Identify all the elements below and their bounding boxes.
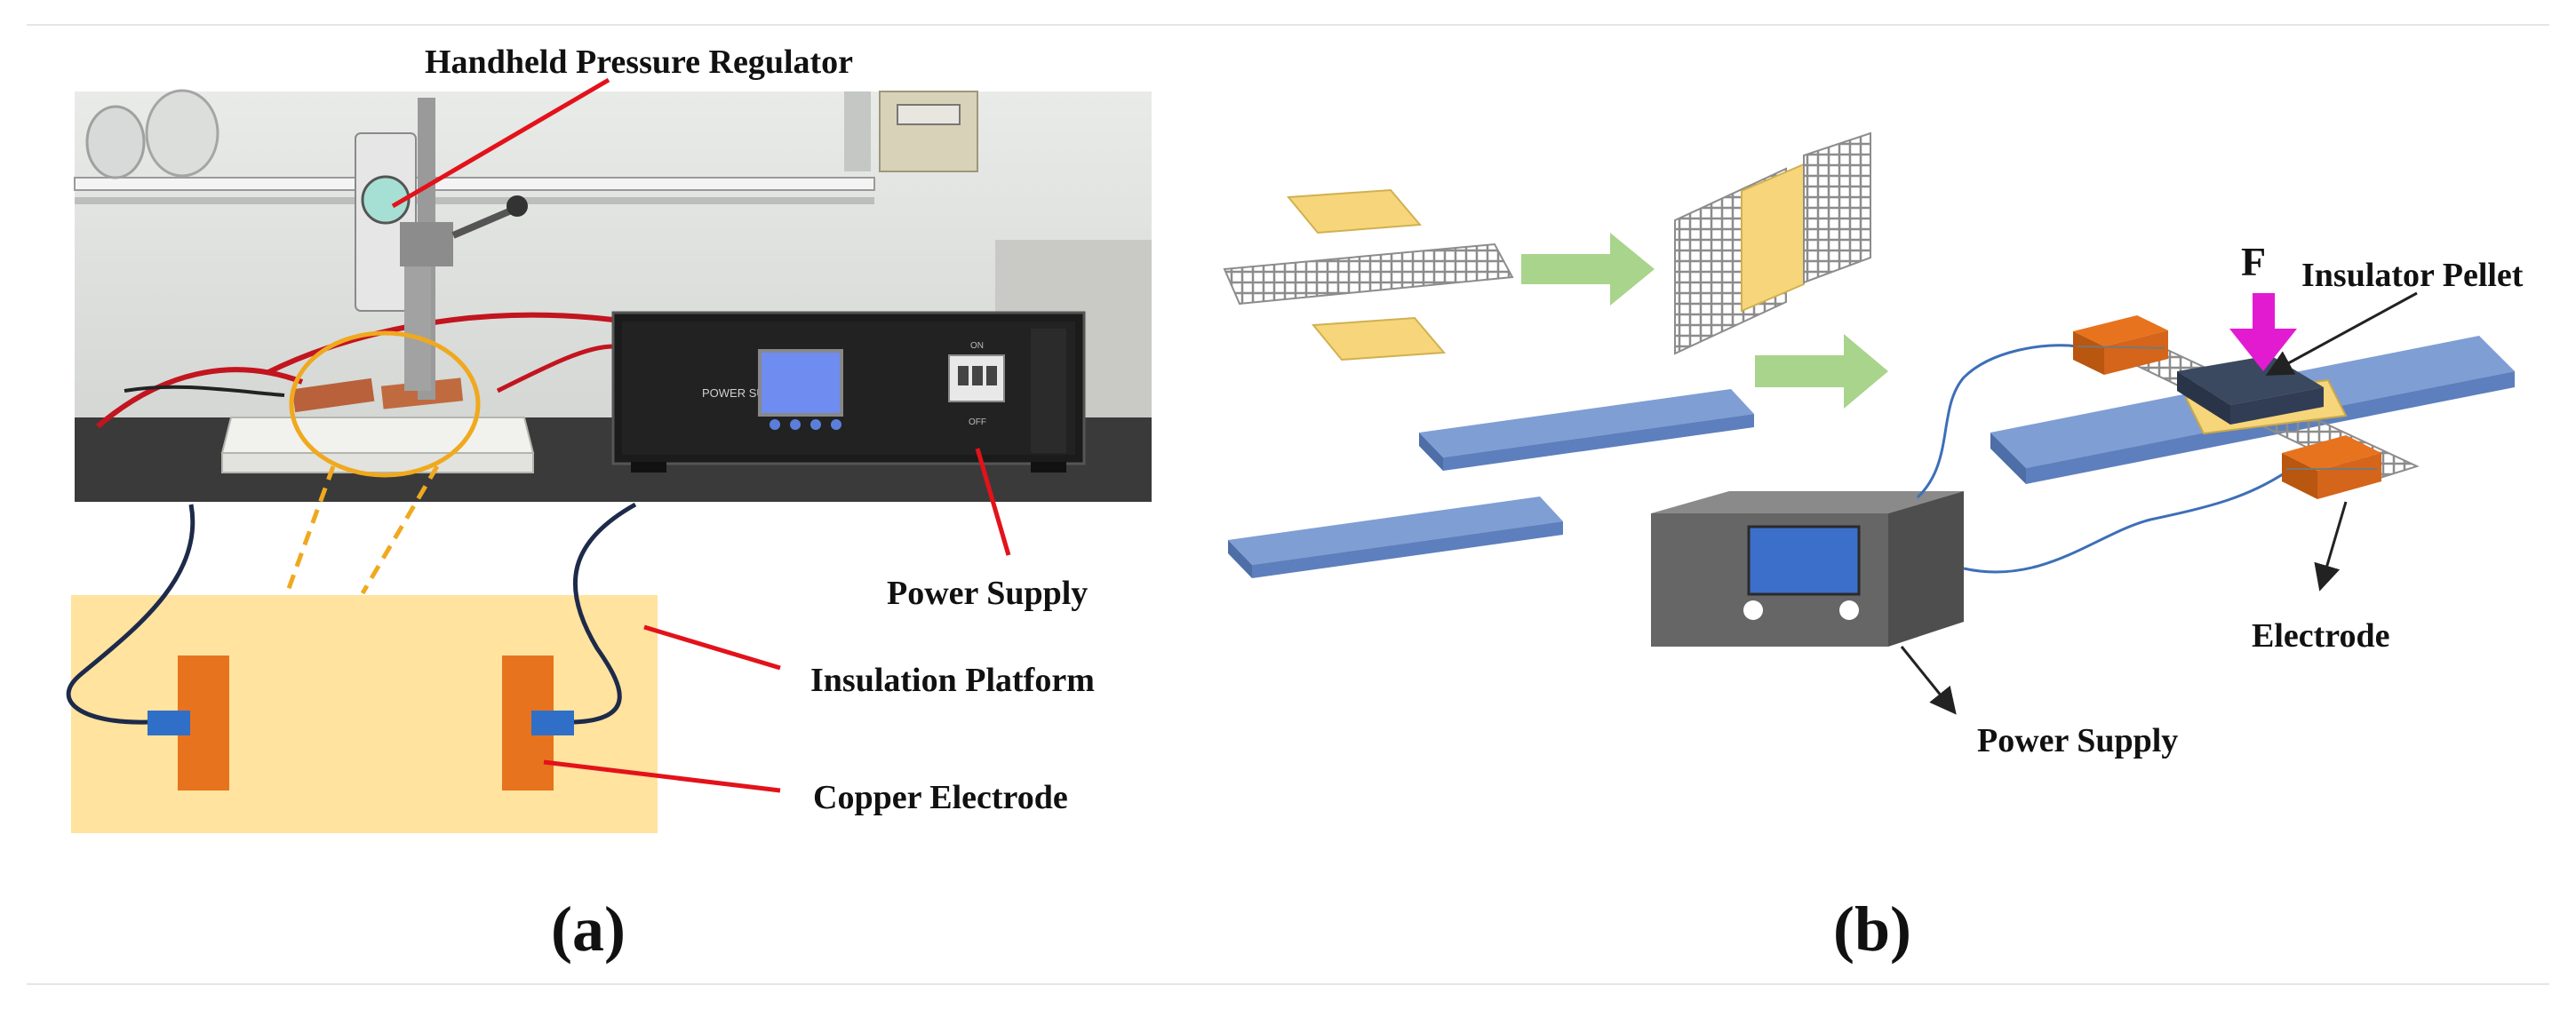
leader-power-supply-b <box>1900 646 1957 715</box>
label-force: F <box>2241 239 2266 284</box>
switch-off-label: OFF <box>969 417 986 427</box>
leader-power-supply <box>975 448 1011 556</box>
label-insulation-platform: Insulation Platform <box>810 662 1095 699</box>
leader-platform <box>643 624 781 671</box>
connector-right <box>531 711 574 735</box>
switch-on-label: ON <box>970 341 984 351</box>
cable-left <box>66 504 195 725</box>
force-arrow <box>2229 293 2297 371</box>
power-supply-box <box>1651 491 1964 647</box>
label-electrode-b: Electrode <box>2252 617 2389 655</box>
flat-mesh <box>1223 242 1514 306</box>
label-copper-electrode: Copper Electrode <box>813 779 1068 816</box>
cable-right <box>572 502 637 725</box>
power-supply-unit-photo: POWER SUPPLY ON OFF <box>611 311 1086 473</box>
panel-a-label: (a) <box>551 894 626 965</box>
panel-a: POWER SUPPLY ON OFF <box>66 44 1152 965</box>
highlight-circle <box>289 330 481 478</box>
electrode-plate-lower <box>1228 497 1563 578</box>
connector-left <box>148 711 190 735</box>
zoom-line-right <box>360 465 440 595</box>
pellet-tile-bottom <box>1311 316 1447 361</box>
apparatus-photo: POWER SUPPLY ON OFF <box>74 89 1152 502</box>
panel-b: F Insulator Pellet Electrode Power Suppl… <box>1223 131 2524 965</box>
pellet-in-mesh <box>1741 163 1805 313</box>
mesh-front <box>1803 131 1871 284</box>
panel-b-label: (b) <box>1833 894 1911 965</box>
assembled-setup <box>1990 293 2515 499</box>
label-handheld-pressure-regulator: Handheld Pressure Regulator <box>425 44 853 81</box>
power-supply-screen <box>1747 525 1861 596</box>
label-power-supply-a: Power Supply <box>887 575 1088 612</box>
electrode-block-upper <box>2073 315 2168 375</box>
leader-pellet <box>2265 291 2418 376</box>
process-arrow-1 <box>1521 233 1655 306</box>
leader-regulator <box>391 77 610 209</box>
pellet-tile-top <box>1286 188 1423 234</box>
process-arrow-2 <box>1755 334 1888 409</box>
label-power-supply-b: Power Supply <box>1977 722 2178 759</box>
leader-electrode-b <box>2314 501 2348 592</box>
wire-lower <box>1963 469 2289 574</box>
electrode-block-lower <box>2282 435 2381 499</box>
power-supply-knob-right <box>1839 600 1859 620</box>
electrode-plate-upper <box>1419 389 1754 471</box>
label-insulator-pellet: Insulator Pellet <box>2301 257 2524 294</box>
wire-upper <box>1916 344 2078 499</box>
power-supply-knob-left <box>1743 600 1763 620</box>
leader-electrode <box>543 759 781 793</box>
